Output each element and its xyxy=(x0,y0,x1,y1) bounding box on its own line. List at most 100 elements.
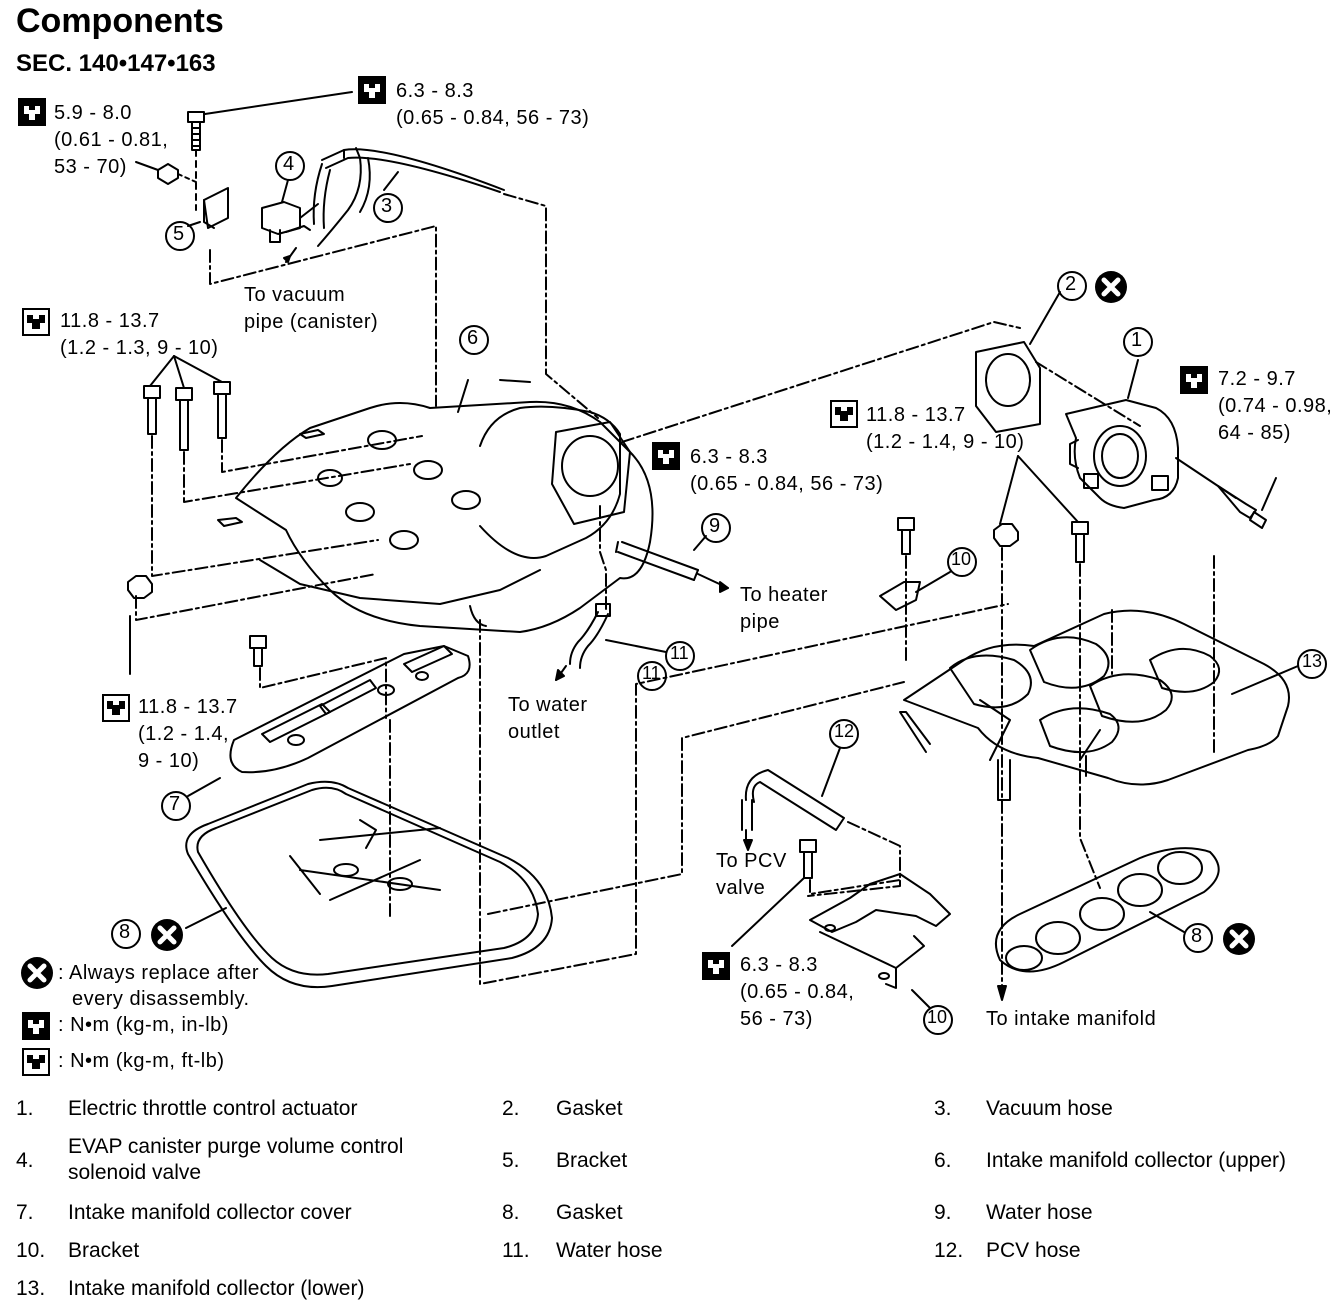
part-number-8-right: 8 xyxy=(1191,925,1203,947)
part-number-5: 5 xyxy=(173,223,185,245)
part-item-name: Vacuum hose xyxy=(986,1097,1113,1120)
part-item-name: Gasket xyxy=(556,1201,623,1224)
torque-wrench-outline-icon xyxy=(22,1048,50,1076)
part-item-number: 9. xyxy=(934,1201,952,1224)
torque-wrench-icon xyxy=(22,1012,50,1040)
section-number: SEC. 140•147•163 xyxy=(16,50,216,77)
torque-value: 11.8 - 13.7 xyxy=(60,310,160,332)
part-item-name: solenoid valve xyxy=(68,1161,202,1184)
torque-conversion: 64 - 85) xyxy=(1218,422,1291,444)
torque-conversion: 53 - 70) xyxy=(54,156,127,178)
legend-replace-text: : Always replace after xyxy=(58,962,260,984)
lower-collector-drawing xyxy=(731,455,1299,1009)
replace-icon xyxy=(1223,923,1255,955)
part-item-number: 1. xyxy=(16,1097,34,1120)
part-item-name: Water hose xyxy=(986,1201,1093,1224)
callout-intake-manifold: To intake manifold xyxy=(986,1008,1157,1030)
part-number-4: 4 xyxy=(283,153,295,175)
torque-conversion: (0.74 - 0.98, xyxy=(1218,395,1333,417)
torque-wrench-icon xyxy=(702,952,730,980)
torque-wrench-outline-icon xyxy=(102,694,130,722)
part-item-number: 6. xyxy=(934,1149,952,1172)
part-item-number: 8. xyxy=(502,1201,520,1224)
torque-value: 6.3 - 8.3 xyxy=(740,954,818,976)
part-number-13: 13 xyxy=(1302,651,1323,671)
replace-icon xyxy=(151,919,183,951)
evap-solenoid-group xyxy=(135,91,599,419)
part-number-7: 7 xyxy=(169,793,181,815)
part-item-name: Electric throttle control actuator xyxy=(68,1097,358,1120)
part-number-11-a: 11 xyxy=(670,643,689,663)
part-number-2: 2 xyxy=(1065,273,1077,295)
callout-water-outlet: outlet xyxy=(508,721,560,743)
torque-wrench-icon xyxy=(18,98,46,126)
part-number-6: 6 xyxy=(467,327,479,349)
part-number-3: 3 xyxy=(381,195,393,217)
legend-inlb-text: : N•m (kg-m, in-lb) xyxy=(58,1014,229,1036)
part-item-number: 5. xyxy=(502,1149,520,1172)
part-number-8-left: 8 xyxy=(119,921,131,943)
part-item-number: 7. xyxy=(16,1201,34,1224)
part-item-name: Bracket xyxy=(68,1239,140,1262)
torque-conversion: 9 - 10) xyxy=(138,750,200,772)
part-number-markers xyxy=(111,151,1327,1035)
torque-value: 5.9 - 8.0 xyxy=(54,102,132,124)
torque-conversion: (1.2 - 1.4, 9 - 10) xyxy=(866,431,1025,453)
callout-heater-pipe: To heater xyxy=(740,584,828,606)
replace-icon xyxy=(1095,271,1127,303)
part-number-1: 1 xyxy=(1131,329,1143,351)
torque-conversion: (0.61 - 0.81, xyxy=(54,129,169,151)
part-item-name: Gasket xyxy=(556,1097,623,1120)
part-item-number: 3. xyxy=(934,1097,952,1120)
torque-value: 6.3 - 8.3 xyxy=(690,446,768,468)
part-number-10-lower: 10 xyxy=(927,1007,948,1027)
part-item-name: Bracket xyxy=(556,1149,628,1172)
torque-value: 7.2 - 9.7 xyxy=(1218,368,1296,390)
torque-value: 11.8 - 13.7 xyxy=(138,696,238,718)
part-number-12: 12 xyxy=(834,721,855,741)
gasket-large-drawing xyxy=(185,603,1009,989)
part-item-name: Intake manifold collector (upper) xyxy=(986,1149,1286,1172)
part-item-number: 12. xyxy=(934,1239,964,1262)
torque-conversion: (1.2 - 1.3, 9 - 10) xyxy=(60,337,219,359)
torque-conversion: (0.65 - 0.84, 56 - 73) xyxy=(690,473,884,495)
part-item-name: Intake manifold collector (lower) xyxy=(68,1277,365,1300)
torque-wrench-icon xyxy=(358,76,386,104)
torque-wrench-outline-icon xyxy=(830,400,858,428)
callout-vacuum-pipe: To vacuum xyxy=(244,284,346,306)
page-title: Components xyxy=(16,2,224,40)
torque-wrench-icon xyxy=(652,442,680,470)
callout-water-outlet: To water xyxy=(508,694,588,716)
replace-icon xyxy=(21,957,53,989)
part-item-name: Water hose xyxy=(556,1239,663,1262)
callout-heater-pipe: pipe xyxy=(740,611,780,633)
part-item-number: 2. xyxy=(502,1097,520,1120)
part-number-9: 9 xyxy=(709,515,721,537)
torque-wrench-outline-icon xyxy=(22,308,50,336)
torque-wrench-icon xyxy=(1180,366,1208,394)
throttle-drawing xyxy=(975,291,1277,529)
part-item-number: 13. xyxy=(16,1277,46,1300)
part-item-name: EVAP canister purge volume control xyxy=(68,1135,404,1158)
torque-conversion: (0.65 - 0.84, xyxy=(740,981,855,1003)
part-item-number: 11. xyxy=(502,1239,530,1262)
callout-vacuum-pipe: pipe (canister) xyxy=(244,311,379,333)
torque-value: 6.3 - 8.3 xyxy=(396,80,474,102)
torque-conversion: (0.65 - 0.84, 56 - 73) xyxy=(396,107,590,129)
legend-ftlb-text: : N•m (kg-m, ft-lb) xyxy=(58,1050,225,1072)
part-item-name: PCV hose xyxy=(986,1239,1081,1262)
part-item-number: 10. xyxy=(16,1239,46,1262)
part-number-10-upper: 10 xyxy=(951,549,972,569)
legend-replace-text: every disassembly. xyxy=(72,988,250,1010)
torque-value: 11.8 - 13.7 xyxy=(866,404,966,426)
upper-collector-drawing xyxy=(127,321,1021,675)
callout-pcv-valve: To PCV xyxy=(716,850,787,872)
part-number-11-b: 11 xyxy=(642,663,661,683)
water-hoses-drawing xyxy=(555,535,729,681)
callout-pcv-valve: valve xyxy=(716,877,766,899)
torque-conversion: 56 - 73) xyxy=(740,1008,813,1030)
collector-cover-drawing xyxy=(187,635,471,921)
part-item-name: Intake manifold collector cover xyxy=(68,1201,352,1224)
torque-conversion: (1.2 - 1.4, xyxy=(138,723,230,745)
part-item-number: 4. xyxy=(16,1149,34,1172)
